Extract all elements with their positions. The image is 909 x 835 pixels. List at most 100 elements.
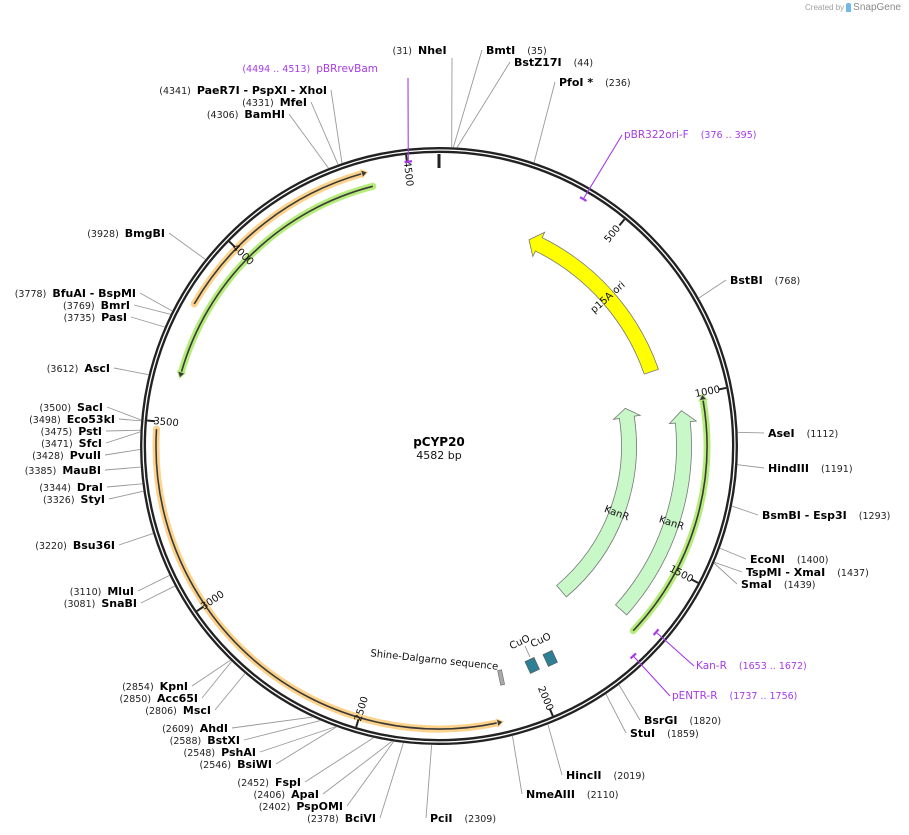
restriction-site[interactable]: PfoI *(236) xyxy=(533,76,631,163)
restriction-site[interactable]: BsiWI(2546) xyxy=(199,726,337,771)
enzyme-name: SfcI xyxy=(79,437,102,450)
enzyme-position: (3735) xyxy=(64,313,96,324)
restriction-site[interactable]: PvuII(3428) xyxy=(32,449,141,462)
restriction-site[interactable]: SnaBI(3081) xyxy=(64,585,176,610)
restriction-site[interactable]: BciVI(2378) xyxy=(307,742,404,825)
restriction-site[interactable]: PspOMI(2402) xyxy=(259,741,395,813)
enzyme-name: SacI xyxy=(77,401,103,414)
restriction-site[interactable]: PaeR7I - PspXI - XhoI(4341) xyxy=(159,84,343,164)
site-leader-line xyxy=(547,724,563,776)
enzyme-name: PspOMI xyxy=(296,800,343,813)
orf-halo xyxy=(152,425,501,733)
enzyme-position: (2850) xyxy=(119,694,151,705)
restriction-site[interactable]: PciI(2309) xyxy=(425,744,496,825)
restriction-site[interactable]: Acc65I (2850) xyxy=(119,661,232,705)
enzyme-name: BsiWI xyxy=(237,758,272,771)
restriction-site[interactable]: BmgBI(3928) xyxy=(87,227,206,260)
orf-line xyxy=(632,399,708,632)
enzyme-name: BsrGI xyxy=(644,714,677,727)
site-leader-line xyxy=(719,547,747,560)
restriction-site[interactable]: DraI(3344) xyxy=(39,481,143,494)
restriction-site[interactable]: HindIII(1191) xyxy=(737,462,853,475)
restriction-site[interactable]: SacI(3500) xyxy=(39,401,142,421)
restriction-site[interactable]: Eco53kI(3498) xyxy=(29,413,142,426)
restriction-site[interactable]: MscI(2806) xyxy=(145,673,246,717)
tick-label: 3500 xyxy=(153,416,179,429)
tick-label: 3000 xyxy=(199,589,226,612)
restriction-site[interactable]: HincII(2019) xyxy=(547,724,646,782)
enzyme-name: AscI xyxy=(84,362,110,375)
restriction-site[interactable]: TspMI - XmaI(1437) xyxy=(714,561,869,579)
restriction-site[interactable]: BamHI(4306) xyxy=(207,108,329,169)
feature-kanr[interactable]: KanR xyxy=(556,407,642,598)
enzyme-position: (4331) xyxy=(242,98,274,109)
restriction-site[interactable]: AscI(3612) xyxy=(47,362,149,376)
restriction-site[interactable]: PasI(3735) xyxy=(64,311,165,328)
restriction-site[interactable]: BmtI(35) xyxy=(452,44,547,148)
restriction-site[interactable]: StyI(3326) xyxy=(43,490,144,506)
enzyme-position: (2854) xyxy=(122,682,154,693)
enzyme-name: Acc65I xyxy=(157,692,198,705)
shine-dalgarno-box[interactable] xyxy=(497,669,505,686)
site-leader-line xyxy=(731,505,759,516)
restriction-site[interactable]: MluI(3110) xyxy=(70,575,170,598)
restriction-site[interactable]: FspI(2452) xyxy=(237,737,374,789)
restriction-site[interactable]: MauBI(3385) xyxy=(25,464,141,477)
site-leader-line xyxy=(322,740,393,795)
shine-dalgarno-label: Shine-Dalgarno sequence xyxy=(370,648,499,672)
tick-mark xyxy=(147,419,156,423)
restriction-site[interactable]: ApaI(2406) xyxy=(254,740,393,801)
orf-line xyxy=(180,185,374,373)
restriction-site[interactable]: BstBI(768) xyxy=(698,274,800,299)
cuo-box[interactable] xyxy=(542,650,558,667)
orf-arrows xyxy=(152,169,711,733)
primer-pbr322ori-f[interactable]: pBR322ori-F(376 .. 395) xyxy=(579,129,756,202)
restriction-site[interactable]: BsmBI - Esp3I(1293) xyxy=(731,505,890,522)
primer-pbrrevbam[interactable]: pBRrevBam(4494 .. 4513) xyxy=(242,63,413,164)
restriction-site[interactable]: MfeI(4331) xyxy=(242,96,339,165)
restriction-site[interactable]: NheI(31) xyxy=(392,44,453,148)
cuo-box[interactable] xyxy=(524,657,540,674)
restriction-site[interactable]: BsrGI(1820) xyxy=(618,684,721,727)
restriction-site[interactable]: StuI(1859) xyxy=(605,693,699,740)
site-leader-line xyxy=(533,81,556,163)
restriction-site[interactable]: EcoNI(1400) xyxy=(719,547,829,566)
site-leader-line xyxy=(346,741,395,807)
enzyme-position: (2019) xyxy=(614,771,646,782)
restriction-site[interactable]: Bsu36I(3220) xyxy=(35,533,154,552)
tick-label: 4500 xyxy=(401,161,415,188)
primer-pentr-r[interactable]: pENTR-R(1737 .. 1756) xyxy=(629,652,797,702)
site-leader-line xyxy=(737,464,765,469)
primer-name: pBRrevBam xyxy=(316,63,378,75)
enzyme-name: TspMI - XmaI xyxy=(746,566,825,579)
restriction-site[interactable]: BfuAI - BspMI(3778) xyxy=(15,287,173,312)
enzyme-name: AhdI xyxy=(200,722,228,735)
enzyme-position: (1439) xyxy=(784,580,816,591)
restriction-site[interactable]: BstZ17I(44) xyxy=(456,56,593,148)
restriction-site[interactable]: BstXI(2588) xyxy=(170,720,321,747)
site-leader-line xyxy=(288,113,329,169)
primer-sites: pBRrevBam(4494 .. 4513) pBR322ori-F(376 .… xyxy=(242,63,806,702)
site-leader-line xyxy=(106,406,142,421)
primer-range: (1653 .. 1672) xyxy=(739,661,807,672)
enzyme-name: StyI xyxy=(81,493,105,506)
restriction-site[interactable]: PstI(3475) xyxy=(41,425,141,438)
site-leader-line xyxy=(330,89,343,164)
restriction-site[interactable]: AhdI(2609) xyxy=(162,716,313,735)
restriction-site[interactable]: KpnI(2854) xyxy=(122,659,231,693)
restriction-site[interactable]: AseI(1112) xyxy=(737,427,839,440)
restriction-site[interactable]: SmaI(1439) xyxy=(713,562,816,591)
site-leader-line xyxy=(133,304,171,315)
restriction-site[interactable]: PshAI(2548) xyxy=(184,726,336,759)
primer-kan-r[interactable]: Kan-R(1653 .. 1672) xyxy=(652,628,807,672)
feature-p15a-ori[interactable]: p15A ori xyxy=(528,231,659,375)
restriction-site[interactable]: NmeAIII(2110) xyxy=(512,735,619,801)
enzyme-name: Eco53kI xyxy=(67,413,115,426)
restriction-site[interactable]: BmrI(3769) xyxy=(63,299,171,315)
feature-kanr[interactable]: KanR xyxy=(614,410,698,616)
site-leader-line xyxy=(243,720,321,741)
restriction-site[interactable]: SfcI(3471) xyxy=(41,431,141,450)
primer-leader-line xyxy=(632,655,671,697)
